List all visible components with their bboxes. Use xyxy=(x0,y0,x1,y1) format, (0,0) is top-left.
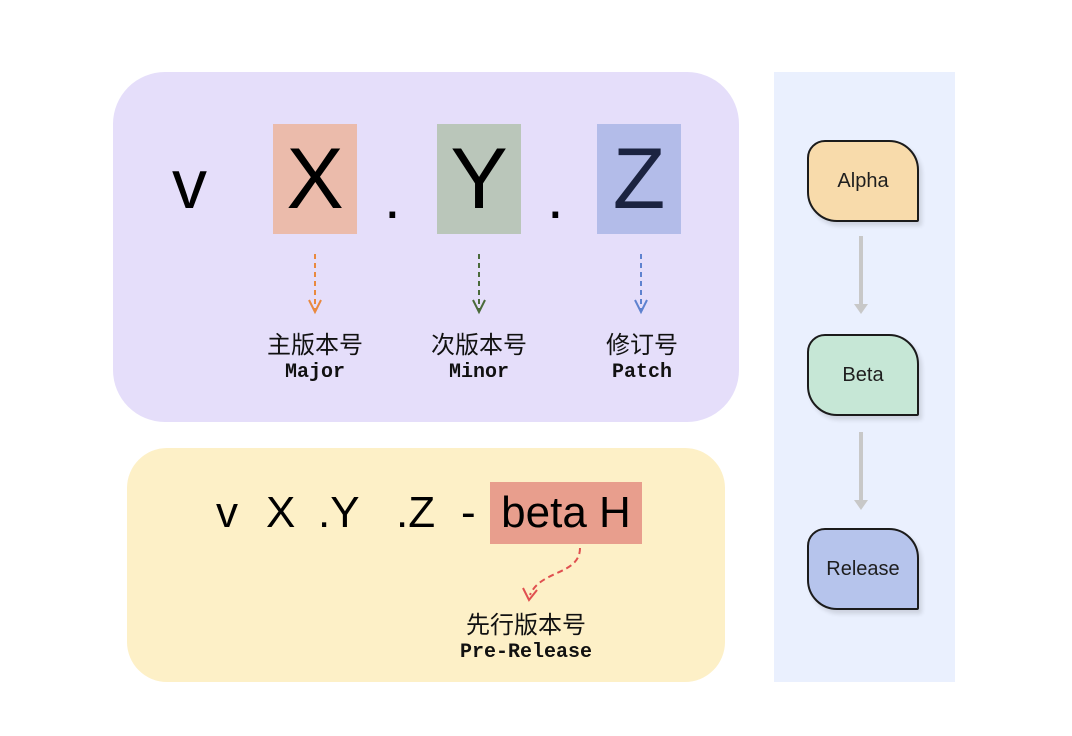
flow-node-alpha: Alpha xyxy=(807,140,919,222)
patch-label-cn: 修订号 xyxy=(606,331,678,359)
prerelease-arrow-shaft xyxy=(529,547,581,596)
major-arrow-head xyxy=(308,299,322,315)
patch-arrow-head xyxy=(634,299,648,315)
minor-arrow-head xyxy=(472,299,486,315)
patch-label-en: Patch xyxy=(611,361,672,384)
prerelease-label-cn: 先行版本号 xyxy=(466,611,586,639)
major-label-cn: 主版本号 xyxy=(267,331,363,359)
minor-label-en: Minor xyxy=(448,361,509,384)
version-separator-2: . xyxy=(547,164,564,231)
prerelease-y: .Y xyxy=(318,488,360,537)
version-prefix: v xyxy=(172,145,207,223)
prerelease-prefix: v xyxy=(216,488,238,537)
prerelease-label: 先行版本号 Pre-Release xyxy=(451,610,601,666)
patch-letter-box: Z xyxy=(597,124,681,234)
minor-label-cn: 次版本号 xyxy=(431,331,527,359)
major-label-en: Major xyxy=(284,361,345,384)
major-letter-box: X xyxy=(273,124,357,234)
minor-label: 次版本号 Minor xyxy=(419,330,539,386)
prerelease-dash: - xyxy=(461,488,476,537)
prerelease-label-en: Pre-Release xyxy=(459,641,593,664)
patch-label: 修订号 Patch xyxy=(582,330,702,386)
prerelease-x: X xyxy=(266,488,296,537)
prerelease-tag-box: beta H xyxy=(490,482,642,544)
flow-arrow-1-head xyxy=(854,304,868,314)
prerelease-arrow-head xyxy=(522,587,538,602)
minor-letter-box: Y xyxy=(437,124,521,234)
prerelease-z: .Z xyxy=(396,488,436,537)
major-label: 主版本号 Major xyxy=(255,330,375,386)
version-separator-1: . xyxy=(384,164,401,231)
flow-node-release: Release xyxy=(807,528,919,610)
flow-arrow-2-head xyxy=(854,500,868,510)
flow-node-beta: Beta xyxy=(807,334,919,416)
